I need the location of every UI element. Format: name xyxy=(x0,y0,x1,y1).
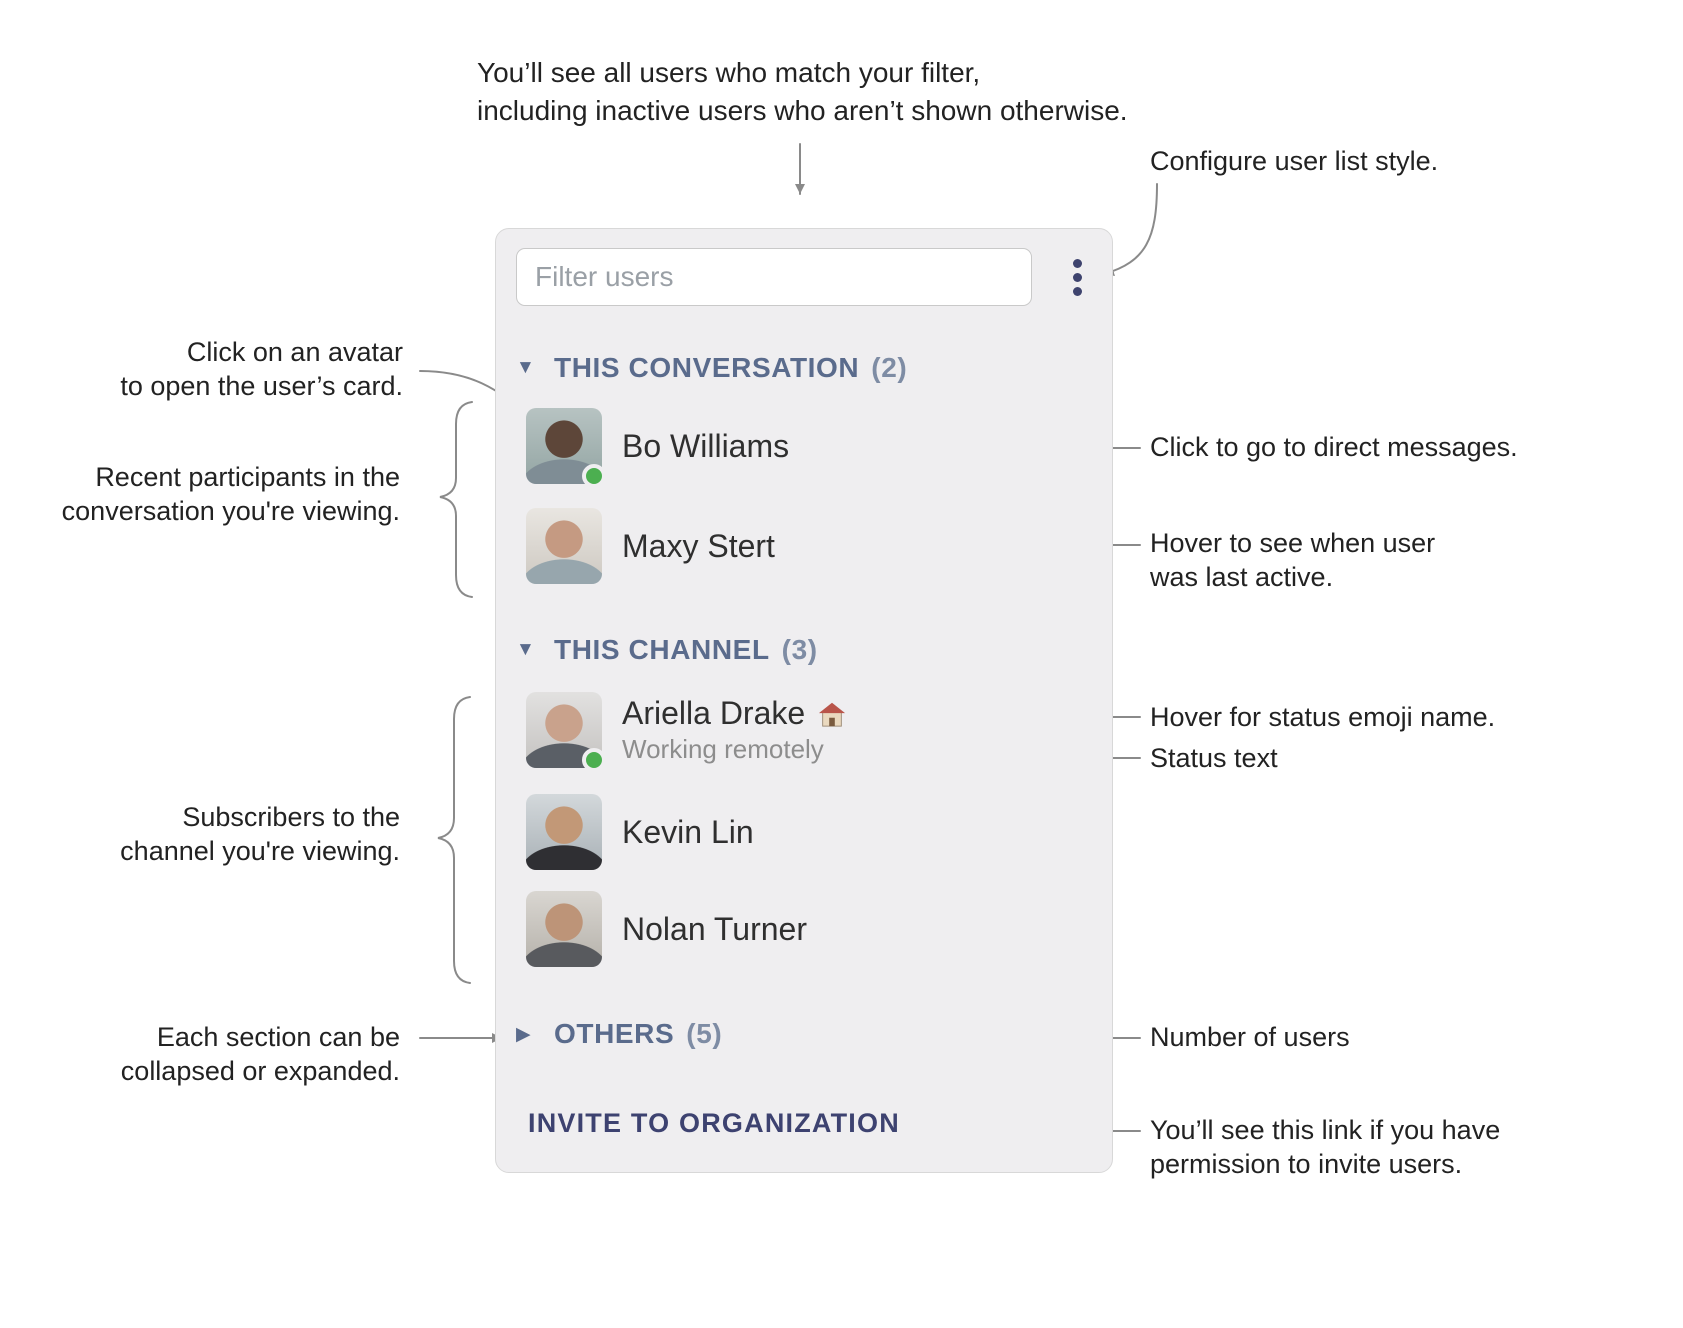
user-name[interactable]: Kevin Lin xyxy=(622,813,754,850)
annotation-collapse: Each section can be collapsed or expande… xyxy=(120,1022,400,1086)
annotation-filter-note: You’ll see all users who match your filt… xyxy=(477,57,1128,126)
filter-users-input[interactable] xyxy=(516,248,1032,306)
user-list-menu-icon[interactable] xyxy=(1063,255,1092,300)
section-count: (5) xyxy=(686,1018,723,1049)
presence-dot xyxy=(582,464,606,488)
caret-down-icon: ▼ xyxy=(516,357,535,378)
annotation-status-text: Status text xyxy=(1150,743,1278,773)
annotation-avatar-card: Click on an avatar to open the user’s ca… xyxy=(120,337,403,401)
user-status-text: Working remotely xyxy=(622,734,824,764)
invite-to-organization-link[interactable]: INVITE TO ORGANIZATION xyxy=(528,1108,900,1138)
section-label: THIS CONVERSATION xyxy=(554,352,860,383)
section-header-others[interactable]: ▶ OTHERS (5) xyxy=(516,1018,1092,1050)
annotation-user-count: Number of users xyxy=(1150,1022,1350,1052)
avatar-nolan-turner[interactable] xyxy=(526,891,602,967)
user-list-panel: ▼ THIS CONVERSATION (2) Bo Williams Maxy… xyxy=(495,228,1113,1173)
caret-down-icon: ▼ xyxy=(516,639,535,660)
annotation-subscribers: Subscribers to the channel you're viewin… xyxy=(120,802,400,866)
user-row-bo-williams[interactable]: Bo Williams xyxy=(516,408,1092,488)
section-header-this-conversation[interactable]: ▼ THIS CONVERSATION (2) xyxy=(516,352,1092,384)
user-info-column: Ariella Drake Working remotely xyxy=(622,695,847,765)
section-count: (2) xyxy=(871,352,908,383)
user-row-maxy-stert[interactable]: Maxy Stert xyxy=(516,508,1092,584)
section-label: OTHERS xyxy=(554,1018,675,1049)
user-name[interactable]: Maxy Stert xyxy=(622,527,775,564)
section-label: THIS CHANNEL xyxy=(554,634,770,665)
avatar-maxy-stert[interactable] xyxy=(526,508,602,584)
panel-top-row xyxy=(516,248,1092,306)
annotation-status-emoji: Hover for status emoji name. xyxy=(1150,702,1496,732)
section-count: (3) xyxy=(781,634,818,665)
user-name[interactable]: Nolan Turner xyxy=(622,910,807,947)
brace-subscribers xyxy=(437,696,471,984)
user-name[interactable]: Bo Williams xyxy=(622,427,790,464)
user-row-kevin-lin[interactable]: Kevin Lin xyxy=(516,794,1092,870)
section-header-this-channel[interactable]: ▼ THIS CHANNEL (3) xyxy=(516,634,1092,666)
caret-right-icon: ▶ xyxy=(516,1023,531,1045)
annotation-direct-messages: Click to go to direct messages. xyxy=(1150,432,1518,462)
avatar-bo-williams[interactable] xyxy=(526,408,606,488)
annotation-invite: You’ll see this link if you have permiss… xyxy=(1150,1115,1501,1179)
home-emoji-icon[interactable] xyxy=(817,700,847,728)
annotation-last-active: Hover to see when user was last active. xyxy=(1150,528,1436,592)
annotation-configure: Configure user list style. xyxy=(1150,146,1439,176)
presence-dot xyxy=(582,748,606,772)
avatar-ariella-drake[interactable] xyxy=(526,692,606,772)
annotation-recent-participants: Recent participants in the conversation … xyxy=(61,462,400,526)
user-row-ariella-drake[interactable]: Ariella Drake Working remotely xyxy=(516,692,1092,772)
user-name[interactable]: Ariella Drake xyxy=(622,695,806,731)
avatar-kevin-lin[interactable] xyxy=(526,794,602,870)
brace-recent-participants xyxy=(439,401,473,598)
user-row-nolan-turner[interactable]: Nolan Turner xyxy=(516,891,1092,967)
